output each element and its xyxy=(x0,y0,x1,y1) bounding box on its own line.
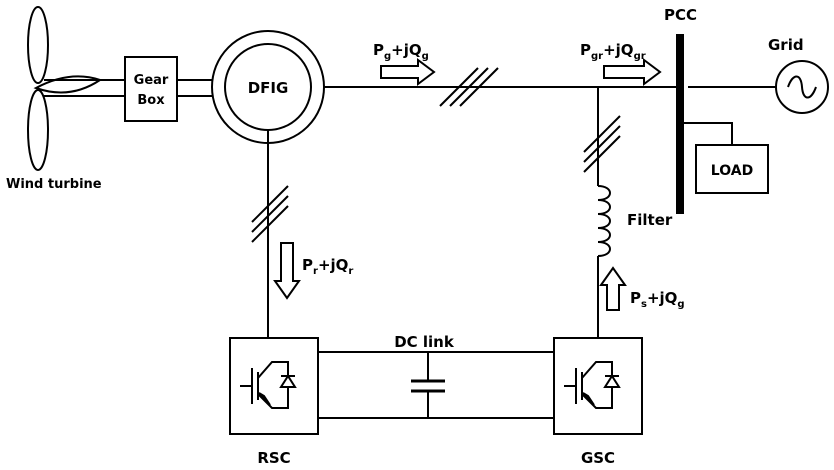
wind-turbine xyxy=(27,6,125,171)
gearbox-label-line1: Gear xyxy=(134,73,169,88)
wind-turbine-label: Wind turbine xyxy=(6,177,102,192)
rotor-power-arrow xyxy=(273,242,301,300)
dfig-label: DFIG xyxy=(248,79,289,97)
load-connection xyxy=(684,122,733,145)
filter-label: Filter xyxy=(627,211,673,229)
filter-power-label: Ps+jQg xyxy=(630,289,685,310)
gearbox xyxy=(124,56,178,122)
dc-capacitor xyxy=(411,379,445,393)
filter-power-arrow xyxy=(599,266,627,311)
dfig-generator xyxy=(211,30,325,144)
dc-link xyxy=(318,351,554,419)
gsc-label: GSC xyxy=(581,449,615,467)
rsc-label: RSC xyxy=(257,449,290,467)
gsc-converter xyxy=(553,337,643,435)
dc-link-label: DC link xyxy=(394,333,455,351)
stator-line xyxy=(324,67,776,107)
grid-power-label: Pgr+jQgr xyxy=(580,41,646,62)
grid-power-arrow xyxy=(603,58,662,86)
stator-power-label: Pg+jQg xyxy=(373,41,429,62)
pcc-label: PCC xyxy=(664,6,697,24)
gearbox-label-line2: Box xyxy=(137,93,165,108)
pcc-bus xyxy=(676,34,684,214)
rotor-power-label: Pr+jQr xyxy=(302,256,353,277)
grid-label: Grid xyxy=(768,36,804,54)
load-box xyxy=(695,144,769,194)
stator-power-arrow xyxy=(380,58,436,86)
filter-branch xyxy=(583,87,621,338)
ac-wave-icon xyxy=(787,75,817,99)
load-label: LOAD xyxy=(711,163,753,179)
rsc-converter xyxy=(229,337,319,435)
rotor-line xyxy=(251,130,289,338)
